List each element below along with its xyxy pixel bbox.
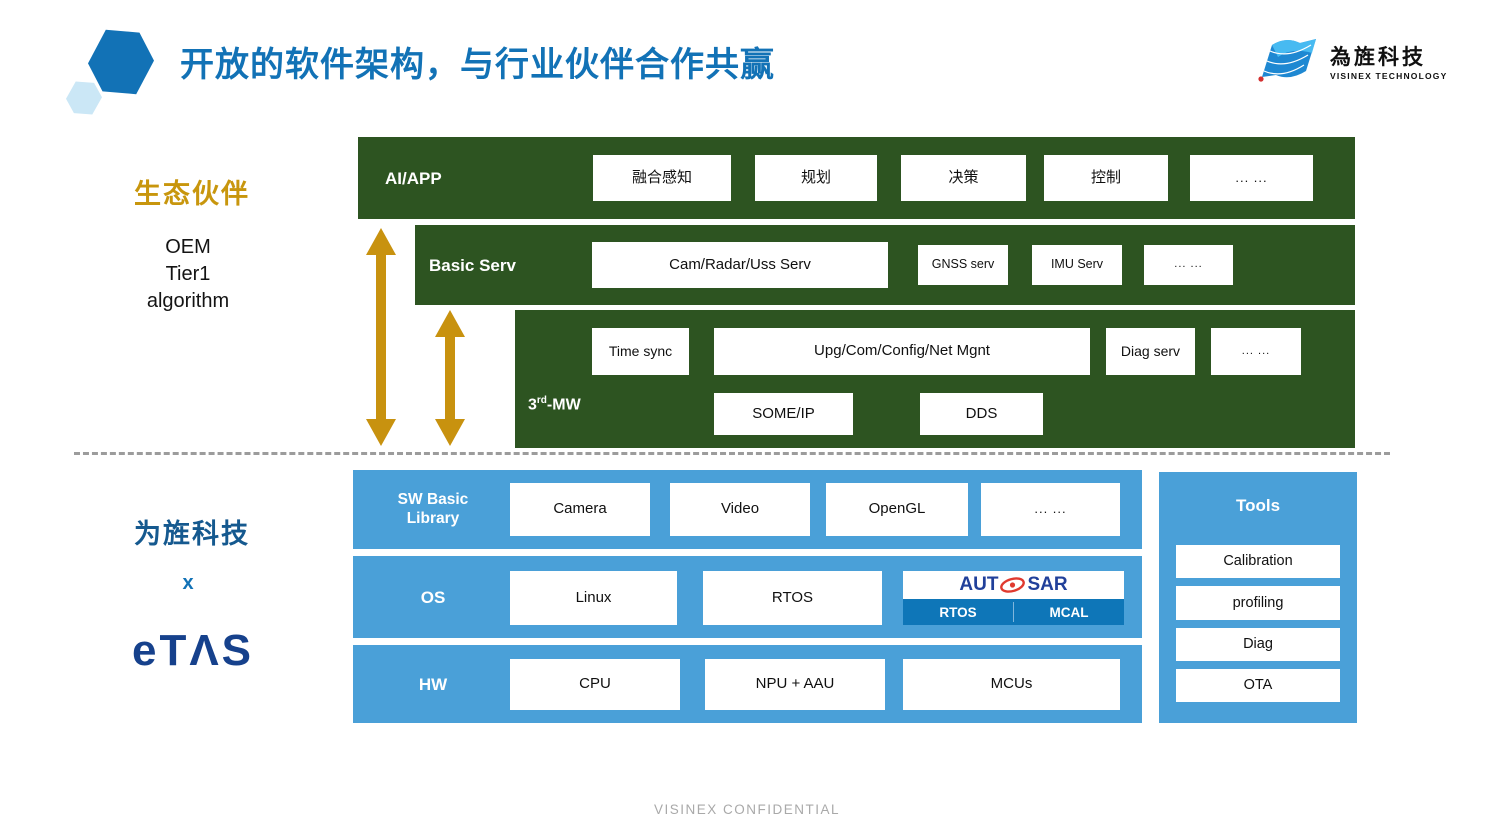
- visinex-logo-en: VISINEX TECHNOLOGY: [1330, 71, 1448, 81]
- basic-serv-label: Basic Serv: [429, 256, 516, 275]
- ai-app-box-more: ... ...: [1190, 155, 1313, 201]
- mw-box-time-sync: Time sync: [592, 328, 689, 375]
- os-box-autosar: AUT SAR RTOS MCAL: [903, 571, 1124, 625]
- ai-app-box-control: 控制: [1044, 155, 1168, 201]
- sw-box-opengl: OpenGL: [826, 483, 968, 536]
- title-hexagon-icon: [88, 29, 154, 95]
- company-label: 为旌科技: [134, 519, 250, 549]
- page-title: 开放的软件架构，与行业伙伴合作共赢: [180, 46, 775, 84]
- title-hexagon-small-icon: [66, 81, 102, 115]
- mw-box-diag-serv: Diag serv: [1106, 328, 1195, 375]
- tools-box-ota: OTA: [1176, 669, 1340, 702]
- sw-box-camera: Camera: [510, 483, 650, 536]
- autosar-sub-mcal: MCAL: [1049, 604, 1089, 620]
- os-box-linux: Linux: [510, 571, 677, 625]
- eco-partner-algorithm: algorithm: [146, 290, 230, 312]
- hw-row: HW CPU NPU + AAU MCUs: [353, 645, 1142, 723]
- sw-basic-library-row: SW Basic Library Camera Video OpenGL ...…: [353, 470, 1142, 549]
- basic-serv-box-gnss: GNSS serv: [918, 245, 1008, 285]
- visinex-flag-icon: [1258, 39, 1316, 82]
- eco-partner-oem: OEM: [165, 236, 211, 258]
- mw-box-dds: DDS: [920, 393, 1043, 435]
- hw-label: HW: [418, 675, 448, 694]
- tools-panel: Tools Calibration profiling Diag OTA: [1159, 472, 1357, 723]
- eco-partner-label: 生态伙伴: [134, 179, 250, 209]
- autosar-swirl-icon: [1000, 577, 1026, 593]
- autosar-sub-bar: RTOS MCAL: [903, 599, 1124, 625]
- sw-box-more: ... ...: [981, 483, 1120, 536]
- autosar-logo: AUT SAR: [903, 571, 1124, 599]
- basic-serv-row: Basic Serv Cam/Radar/Uss Serv GNSS serv …: [415, 225, 1355, 305]
- os-label: OS: [420, 588, 446, 607]
- ai-app-label: AI/APP: [385, 169, 442, 188]
- double-arrow-long: [366, 228, 396, 446]
- sw-box-video: Video: [670, 483, 810, 536]
- autosar-sub-rtos: RTOS: [939, 604, 977, 620]
- basic-serv-box-cam-radar-uss: Cam/Radar/Uss Serv: [592, 242, 888, 288]
- ai-app-box-planning: 规划: [755, 155, 877, 201]
- mw-label: 3rd-MW: [528, 395, 581, 414]
- etas-logo: eTΛS: [131, 626, 255, 675]
- ai-app-row: AI/APP 融合感知 规划 决策 控制 ... ...: [358, 137, 1355, 219]
- mw-box-someip: SOME/IP: [714, 393, 853, 435]
- autosar-logo-right: SAR: [1027, 574, 1068, 595]
- tools-box-profiling: profiling: [1176, 586, 1340, 620]
- cross-symbol: x: [182, 572, 194, 594]
- mw-box-more: ... ...: [1211, 328, 1301, 375]
- mw-row: 3rd-MW Time sync Upg/Com/Config/Net Mgnt…: [515, 310, 1355, 448]
- basic-serv-box-imu: IMU Serv: [1032, 245, 1122, 285]
- visinex-logo: 為旌科技 VISINEX TECHNOLOGY: [1248, 30, 1448, 92]
- hw-box-cpu: CPU: [510, 659, 680, 710]
- tools-label: Tools: [1235, 496, 1281, 515]
- mw-box-upg-com-config: Upg/Com/Config/Net Mgnt: [714, 328, 1090, 375]
- os-row: OS Linux RTOS AUT SAR RTOS MCAL: [353, 556, 1142, 638]
- confidential-footer: VISINEX CONFIDENTIAL: [653, 802, 841, 817]
- hw-box-mcus: MCUs: [903, 659, 1120, 710]
- visinex-logo-text: 為旌科技 VISINEX TECHNOLOGY: [1330, 41, 1447, 81]
- section-divider-dashed: [74, 452, 1390, 455]
- hw-box-npu-aau: NPU + AAU: [705, 659, 885, 710]
- visinex-logo-cn: 為旌科技: [1330, 45, 1426, 69]
- eco-partner-list: OEM Tier1 algorithm: [108, 234, 268, 315]
- double-arrow-short: [435, 310, 465, 446]
- sw-basic-library-label: SW Basic Library: [397, 491, 469, 527]
- eco-partner-tier1: Tier1: [165, 263, 211, 285]
- basic-serv-box-more: ... ...: [1144, 245, 1233, 285]
- tools-box-calibration: Calibration: [1176, 545, 1340, 578]
- autosar-logo-left: AUT: [959, 574, 999, 595]
- ai-app-box-fusion: 融合感知: [593, 155, 731, 201]
- ai-app-box-decision: 决策: [901, 155, 1026, 201]
- os-box-rtos: RTOS: [703, 571, 882, 625]
- autosar-sub-divider: [1013, 602, 1014, 622]
- tools-box-diag: Diag: [1176, 628, 1340, 661]
